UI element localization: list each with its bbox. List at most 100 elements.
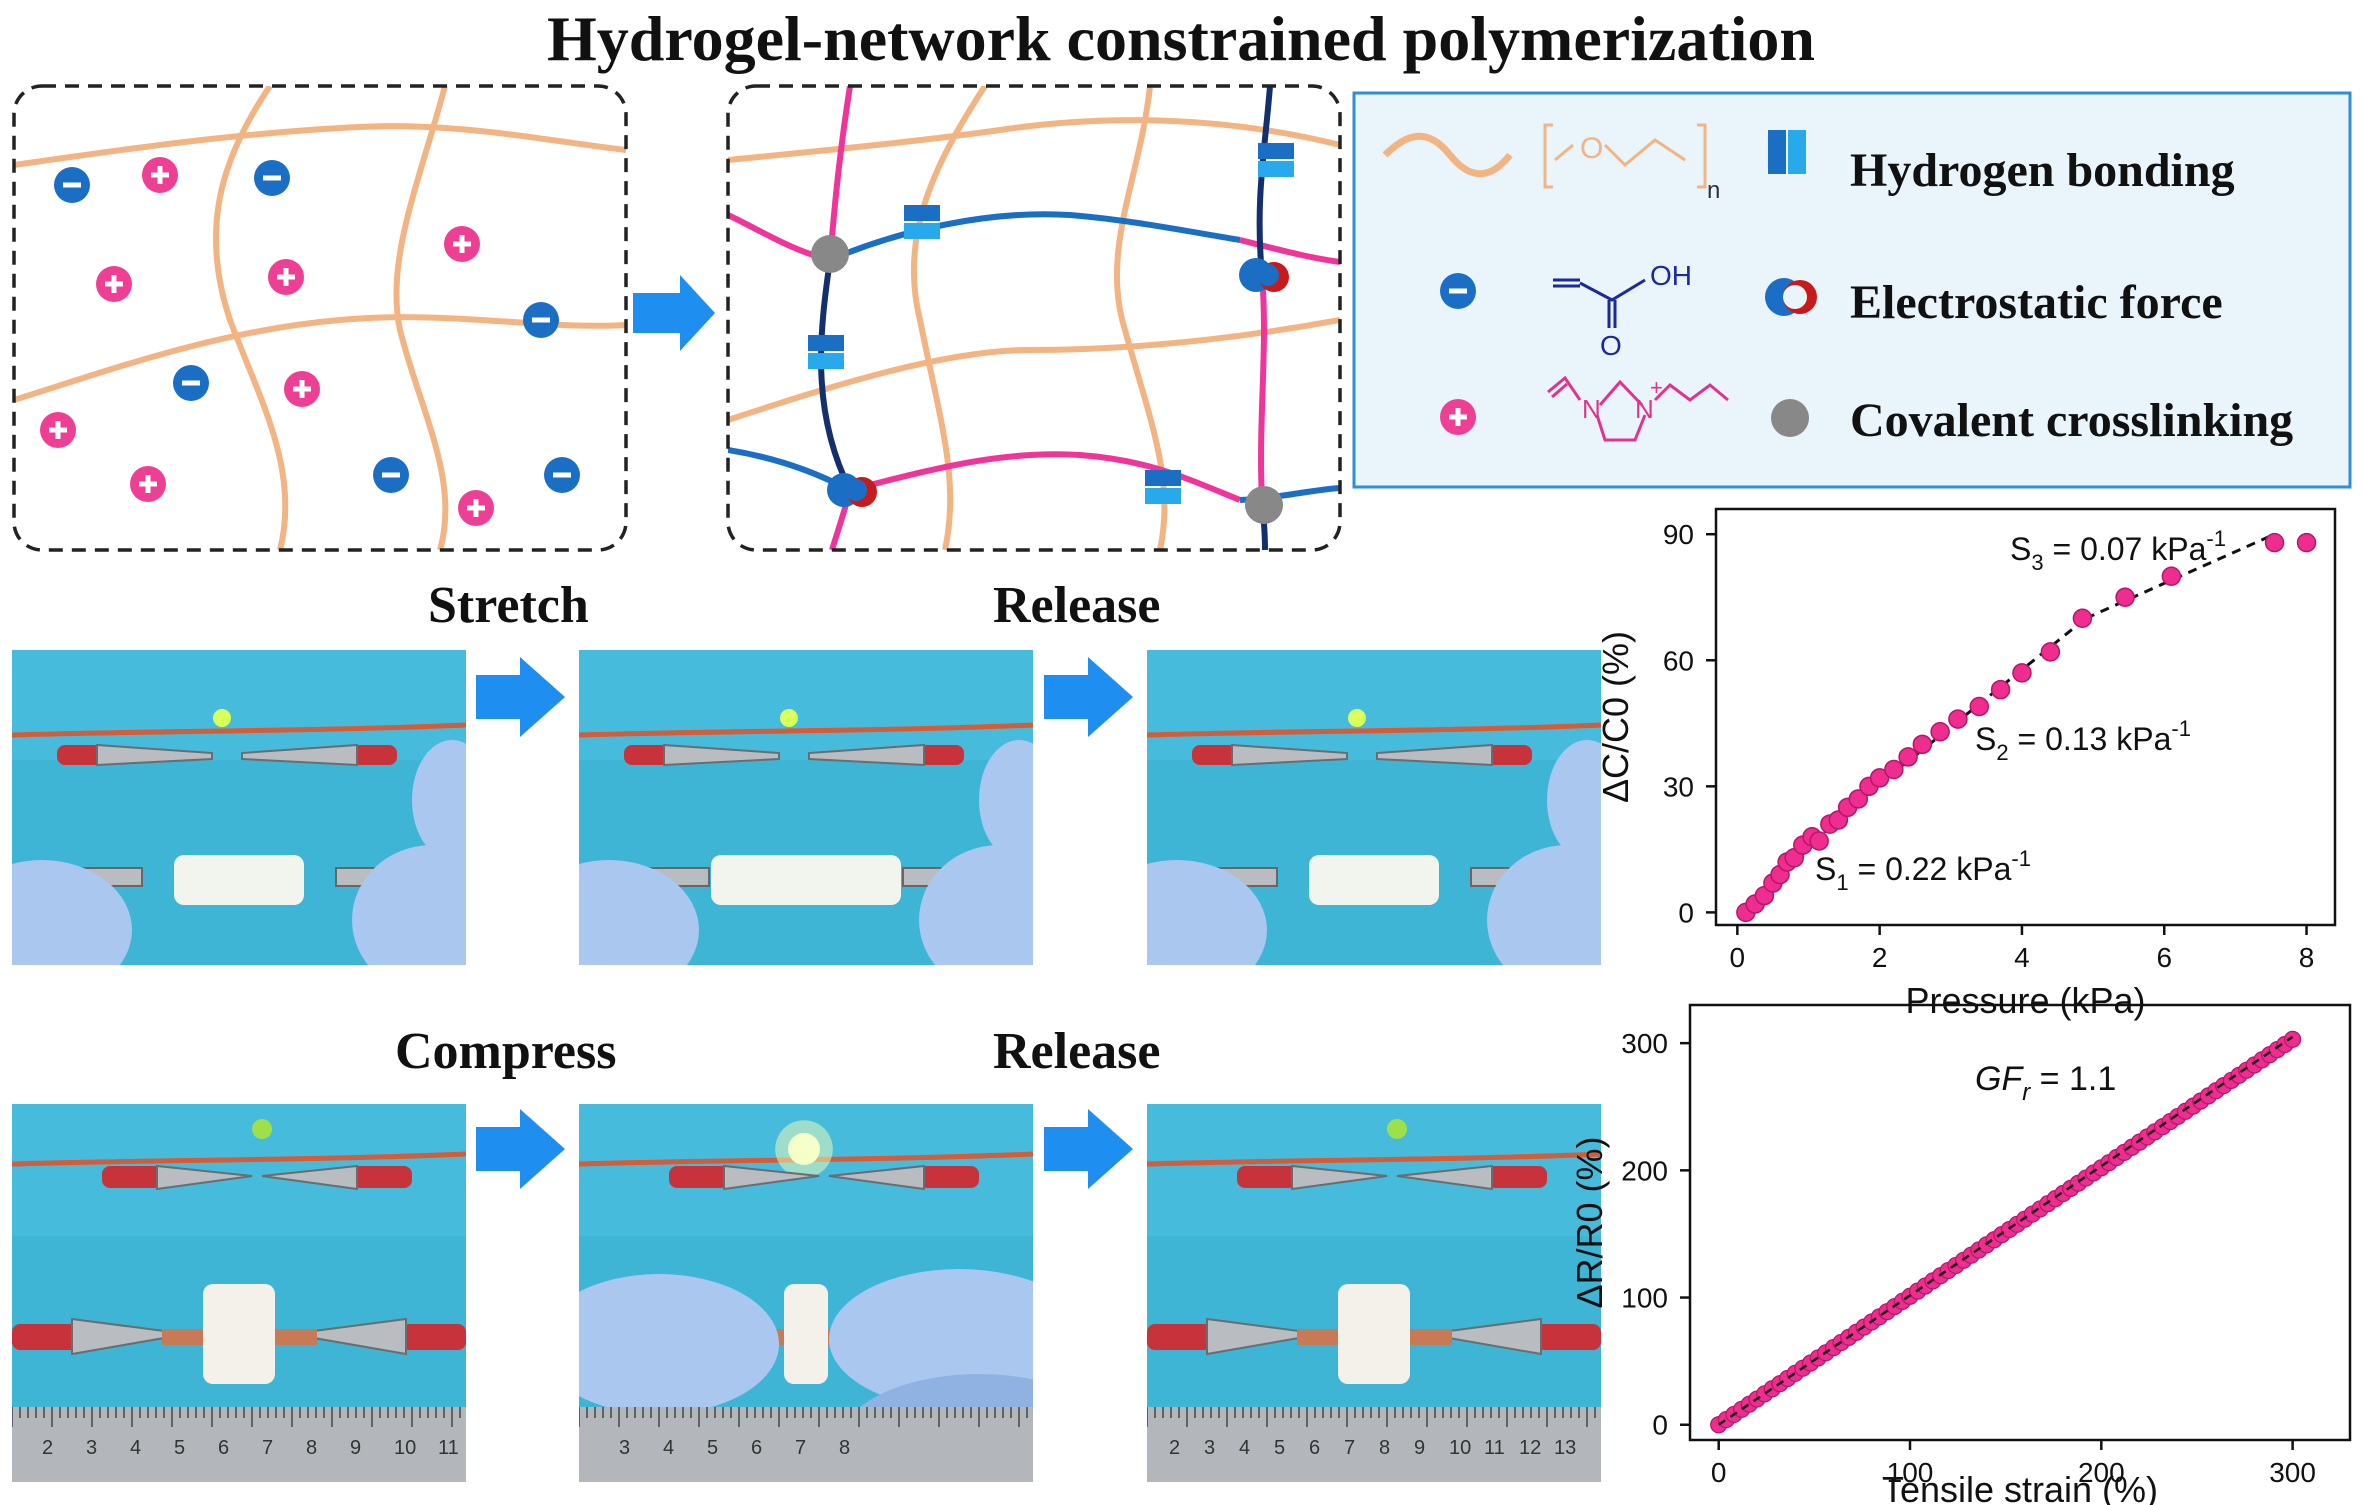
ionic-liquid-structure	[1547, 375, 1729, 442]
slope-annotation: S3 = 0.07 kPa-1	[2010, 526, 2226, 575]
data-point	[1869, 768, 1890, 788]
cation-monomer	[268, 259, 304, 295]
cation-monomer	[96, 266, 132, 302]
peo-oxygen: O	[1580, 132, 1603, 165]
y-tick-label: 90	[1663, 519, 1694, 550]
peo-structure-icon	[1543, 123, 1707, 189]
peo-subscript: n	[1707, 177, 1720, 204]
electrostatic-markers	[827, 258, 1289, 507]
x-tick-label: 0	[1711, 1457, 1727, 1488]
panel-border	[12, 84, 628, 552]
data-point	[2012, 663, 2032, 683]
slope-annotation: S2 = 0.13 kPa-1	[1975, 716, 2191, 765]
ruler-number: 5	[174, 1437, 185, 1459]
ruler-number: 6	[1309, 1437, 1320, 1459]
x-axis-label: Pressure (kPa)	[1905, 980, 2145, 1021]
ruler-number: 6	[751, 1437, 762, 1459]
il-n1: N	[1582, 394, 1601, 424]
x-tick-label: 2	[1872, 942, 1888, 973]
data-point	[1884, 759, 1904, 780]
slope-annotation: S1 = 0.22 kPa-1	[1815, 846, 2031, 895]
plot-frame	[1714, 507, 2337, 927]
ruler-number: 4	[663, 1437, 674, 1459]
y-tick-label: 0	[1652, 1410, 1668, 1441]
cation-monomer	[458, 490, 494, 526]
data-point	[1948, 709, 1968, 729]
anion-monomer	[523, 302, 559, 338]
x-tick-label: 0	[1730, 942, 1746, 973]
anion-monomer	[544, 457, 580, 493]
data-point	[2072, 608, 2093, 629]
data-point	[2161, 566, 2182, 586]
page-title: Hydrogel-network constrained polymerizat…	[546, 3, 1816, 74]
ruler-number: 4	[1239, 1437, 1250, 1459]
y-axis-label: ΔC/C0 (%)	[1595, 631, 1636, 803]
cation-monomer	[130, 466, 166, 502]
anion-monomer	[373, 457, 409, 493]
panel-border	[726, 84, 1342, 552]
y-tick-label: 30	[1663, 771, 1694, 802]
electrostatic-icon	[1765, 278, 1817, 316]
alligator-clip-icon	[808, 743, 964, 767]
demo-photo	[579, 650, 1033, 965]
x-tick-label: 300	[2269, 1457, 2316, 1488]
data-point	[1809, 831, 1829, 851]
step-label-stretch: Stretch	[428, 577, 589, 634]
ruler-number: 3	[619, 1437, 630, 1459]
legend-electrostatic-force: Electrostatic force	[1850, 276, 2223, 329]
crosslink-markers	[811, 235, 1283, 524]
demo-photo	[12, 650, 466, 965]
ruler-number: 12	[1519, 1437, 1541, 1459]
data-point	[1990, 679, 2011, 700]
alligator-clip-icon	[624, 743, 780, 767]
cation-monomer	[444, 226, 480, 262]
ruler-number: 11	[438, 1437, 459, 1459]
data-point	[1848, 789, 1869, 809]
y-tick-label: 60	[1663, 645, 1694, 676]
step-label-release-2: Release	[993, 1023, 1161, 1080]
cation-monomer	[40, 412, 76, 448]
x-tick-label: 8	[2299, 942, 2315, 973]
data-point	[2284, 1030, 2302, 1048]
ruler-number: 8	[1379, 1437, 1390, 1459]
alligator-clip-icon	[1192, 743, 1348, 767]
data-point	[2115, 587, 2135, 607]
y-tick-label: 200	[1621, 1155, 1668, 1186]
data-point	[2264, 532, 2285, 553]
ruler-number: 10	[394, 1437, 416, 1459]
alligator-clip-icon	[1376, 743, 1532, 767]
cation-monomer	[142, 157, 178, 193]
demo-photo	[1147, 650, 1601, 965]
x-tick-label: 4	[2014, 942, 2030, 973]
ruler-number: 9	[350, 1437, 361, 1459]
il-charge: +	[1650, 375, 1663, 400]
ruler-number: 8	[306, 1437, 317, 1459]
anion-monomer	[254, 160, 290, 196]
arrow-to-polymer-network	[633, 275, 715, 351]
acrylic-acid-structure	[1553, 278, 1646, 328]
ruler-number: 8	[839, 1437, 850, 1459]
legend-covalent-crosslinking: Covalent crosslinking	[1850, 394, 2294, 447]
alligator-clip-icon	[57, 743, 213, 767]
process-arrows	[476, 657, 1133, 1189]
ruler-number: 11	[1484, 1437, 1505, 1459]
ruler-number: 3	[1204, 1437, 1215, 1459]
acid-oh: OH	[1650, 260, 1692, 291]
legend-box: O n OH O N N +	[1352, 91, 2352, 489]
y-tick-label: 100	[1621, 1283, 1668, 1314]
step-label-compress: Compress	[395, 1023, 617, 1080]
data-point	[1912, 734, 1933, 755]
fit-line	[1717, 1035, 2294, 1426]
anion-monomer	[54, 167, 90, 203]
legend-hydrogen-bonding: Hydrogen bonding	[1850, 144, 2235, 197]
data-point	[1969, 696, 1990, 717]
ruler-number: 7	[262, 1437, 273, 1459]
ruler-number: 5	[1274, 1437, 1285, 1459]
plot-frame	[1688, 1003, 2352, 1442]
y-tick-label: 300	[1621, 1028, 1668, 1059]
